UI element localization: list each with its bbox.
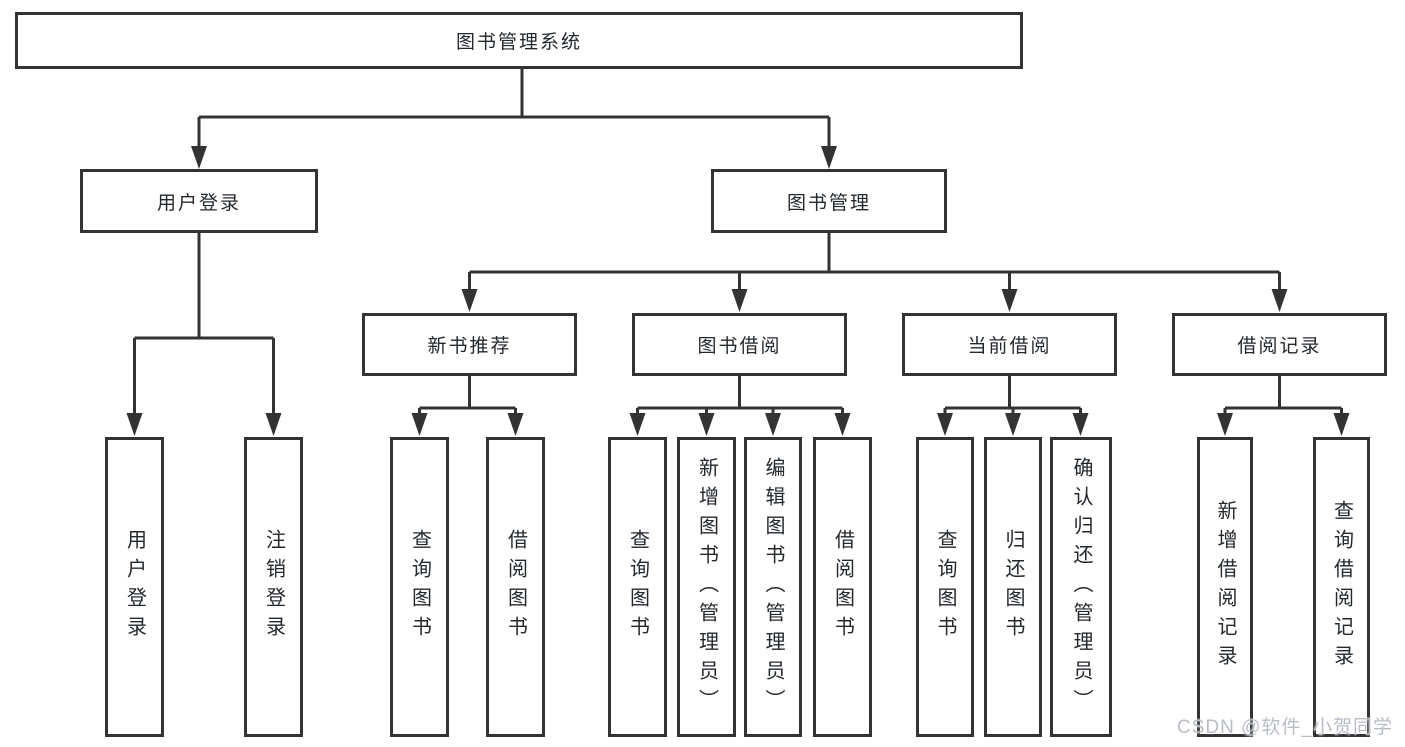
arrowheads-book-borrow [629,413,851,436]
node-root-label: 图书管理系统 [455,32,582,53]
connector-current-borrow [943,376,1082,416]
leaf-query-books-recommend: 查询图书 [390,437,449,737]
leaf-edit-books-admin-label: 编辑图书（管理员） [762,456,784,718]
leaf-query-borrow-record-label: 查询借阅记录 [1330,500,1353,674]
connector-borrow-records [1223,376,1343,416]
arrowheads-level3 [461,289,1288,312]
leaf-borrow-books: 借阅图书 [813,437,872,737]
node-book-management-label: 图书管理 [786,192,871,214]
node-book-borrow-label: 图书借阅 [697,336,782,357]
leaf-return-books: 归还图书 [984,437,1042,737]
node-user-login: 用户登录 [80,169,318,233]
arrowheads-user-login-leaves [126,413,282,436]
leaf-query-books-current-label: 查询图书 [934,529,956,645]
leaf-edit-books-admin: 编辑图书（管理员） [744,437,802,737]
leaf-borrow-books-recommend: 借阅图书 [486,437,545,737]
node-book-borrow: 图书借阅 [632,313,847,376]
leaf-query-borrow-record: 查询借阅记录 [1313,437,1370,737]
node-new-book-recommend-label: 新书推荐 [427,336,512,357]
connector-root-to-level2 [197,68,831,148]
leaf-query-books-borrow: 查询图书 [608,437,667,737]
leaf-query-books-recommend-label: 查询图书 [408,529,431,645]
leaf-return-books-label: 归还图书 [1002,529,1024,645]
csdn-watermark: CSDN @软件_小贺同学 [1177,717,1393,738]
leaf-query-books-borrow-label: 查询图书 [626,529,649,645]
node-new-book-recommend: 新书推荐 [362,313,577,376]
arrowheads-new-book-recommend [411,413,524,436]
node-borrow-records: 借阅记录 [1172,313,1387,376]
leaf-confirm-return-admin: 确认归还（管理员） [1050,437,1112,737]
connector-user-login-to-leaves [133,233,275,416]
leaf-user-login-label: 用户登录 [123,529,146,645]
leaf-logout: 注销登录 [244,437,303,737]
leaf-borrow-books-label: 借阅图书 [831,529,854,645]
node-user-login-label: 用户登录 [156,192,241,214]
leaf-logout-label: 注销登录 [262,529,285,645]
leaf-borrow-books-recommend-label: 借阅图书 [504,529,527,645]
node-book-management: 图书管理 [711,169,947,233]
leaf-confirm-return-admin-label: 确认归还（管理员） [1070,456,1092,718]
connector-new-book-recommend [418,376,517,416]
connector-book-management-to-level3 [468,233,1281,292]
arrowheads-borrow-records [1217,413,1350,436]
node-current-borrow-label: 当前借阅 [967,336,1052,357]
node-root-library-management-system: 图书管理系统 [15,12,1023,69]
leaf-add-borrow-record: 新增借阅记录 [1197,437,1253,737]
leaf-add-borrow-record-label: 新增借阅记录 [1214,500,1236,674]
leaf-user-login: 用户登录 [105,437,164,737]
arrowheads-level2 [191,146,837,169]
leaf-add-books-admin-label: 新增图书（管理员） [695,456,718,718]
connector-book-borrow [636,376,844,416]
arrowheads-current-borrow [937,413,1089,436]
leaf-add-books-admin: 新增图书（管理员） [677,437,736,737]
node-borrow-records-label: 借阅记录 [1237,336,1322,357]
leaf-query-books-current: 查询图书 [916,437,974,737]
node-current-borrow: 当前借阅 [902,313,1117,376]
